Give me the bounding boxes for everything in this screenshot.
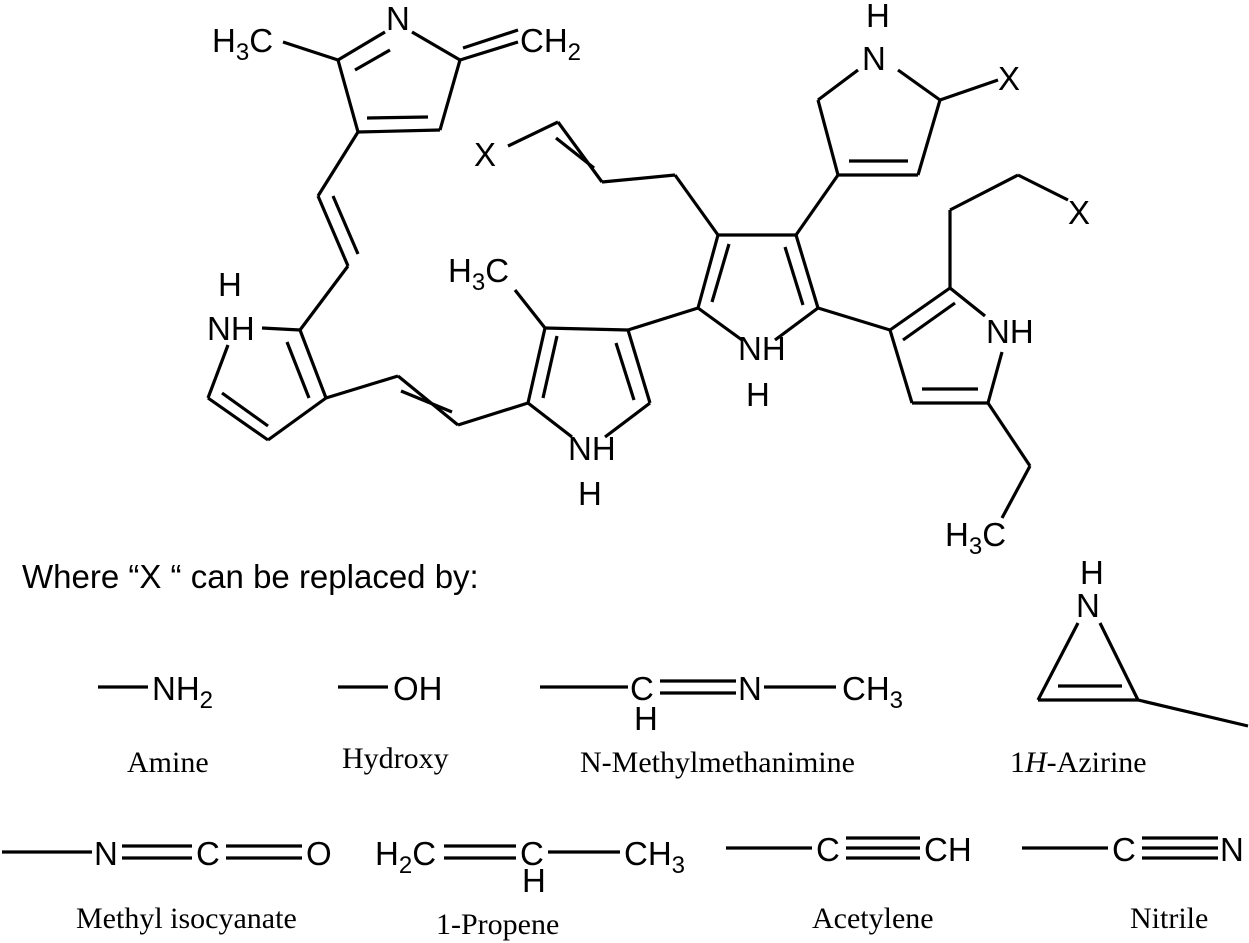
propene-h: H xyxy=(522,862,546,899)
label-h3c-top: H3C xyxy=(212,22,273,66)
azirine-h: H xyxy=(1080,554,1104,591)
nitrile-name: Nitrile xyxy=(1130,902,1208,935)
azirine-name: 1H-Azirine xyxy=(1010,746,1147,779)
label-nh-central-pyrrole: NH xyxy=(738,330,786,367)
propene-ch3: CH3 xyxy=(624,835,685,879)
hydroxy-name: Hydroxy xyxy=(342,742,449,775)
azirine-n: N xyxy=(1076,587,1100,624)
propene-name: 1-Propene xyxy=(436,908,559,941)
label-nh-left-pyrrole: NH xyxy=(207,310,255,347)
amine-formula: NH2 xyxy=(152,670,213,714)
main-molecule-labels: H3C N CH2 H NH H3C NH H NH H X H N X X N… xyxy=(207,0,1090,560)
imine-n: N xyxy=(738,670,762,707)
caption-where-x: Where “X “ can be replaced by: xyxy=(22,558,479,595)
substituent-acetylene: C CH Acetylene xyxy=(726,831,972,935)
label-nh-middle-pyrrole: NH xyxy=(568,430,616,467)
propene-c: C xyxy=(520,835,544,872)
imine-c: C xyxy=(630,670,654,707)
label-h3c-middle: H3C xyxy=(448,252,509,296)
nitrile-n: N xyxy=(1220,831,1244,868)
label-h3c-ethyl: H3C xyxy=(945,516,1006,560)
acetylene-ch: CH xyxy=(924,831,972,868)
isocyanate-o: O xyxy=(306,835,332,872)
substituent-nitrile: C N Nitrile xyxy=(1022,831,1244,935)
nitrile-c: C xyxy=(1112,831,1136,868)
substituent-hydroxy: OH Hydroxy xyxy=(338,670,449,775)
imine-name: N-Methylmethanimine xyxy=(580,746,855,779)
label-n-top: N xyxy=(386,0,410,37)
substituent-n-methylmethanimine: C N CH3 H N-Methylmethanimine xyxy=(540,670,903,779)
label-x-allyl: X xyxy=(474,136,496,173)
imine-h: H xyxy=(634,700,658,737)
label-h-left-pyrrole: H xyxy=(218,266,242,303)
amine-name: Amine xyxy=(127,746,209,779)
label-h-middle-pyrrole: H xyxy=(578,475,602,512)
label-ch2: CH2 xyxy=(520,22,581,66)
label-h-central-pyrrole: H xyxy=(746,376,770,413)
substituent-1h-azirine: H N 1H-Azirine xyxy=(1010,554,1249,779)
isocyanate-n: N xyxy=(94,835,118,872)
label-h-top-right-pyrrole: H xyxy=(866,0,890,34)
substituent-methyl-isocyanate: N C O Methyl isocyanate xyxy=(2,835,332,935)
hydroxy-formula: OH xyxy=(393,670,443,707)
substituent-amine: NH2 Amine xyxy=(98,670,213,779)
imine-ch3: CH3 xyxy=(842,670,903,714)
acetylene-c: C xyxy=(816,831,840,868)
label-x-top-right: X xyxy=(998,60,1020,97)
label-x-ethyl: X xyxy=(1068,194,1090,231)
label-n-top-right-pyrrole: N xyxy=(862,40,886,77)
main-molecule-bonds xyxy=(206,28,1069,519)
label-nh-right-pyrrole: NH xyxy=(986,313,1034,350)
isocyanate-name: Methyl isocyanate xyxy=(76,902,297,935)
substituent-1-propene: H2C C CH3 H 1-Propene xyxy=(375,835,685,941)
acetylene-name: Acetylene xyxy=(812,902,934,935)
isocyanate-c: C xyxy=(196,835,220,872)
propene-h2c: H2C xyxy=(375,835,436,879)
